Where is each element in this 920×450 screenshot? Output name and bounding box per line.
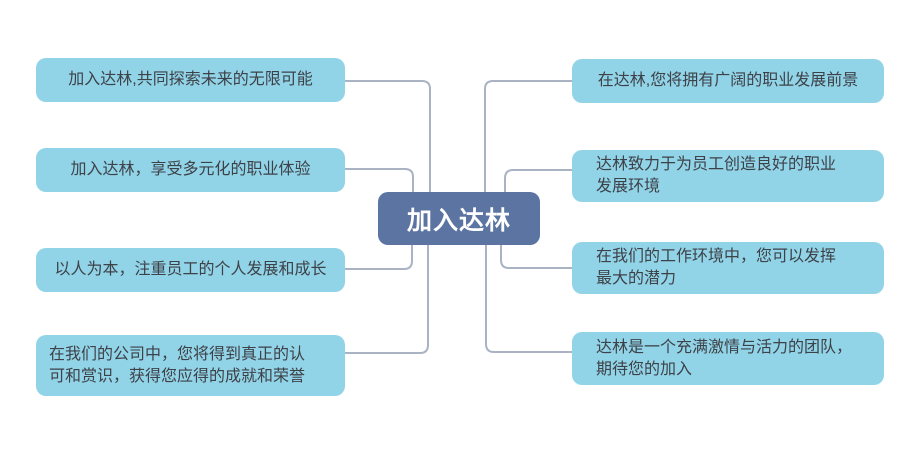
connector-right-1	[484, 80, 572, 192]
right-branch-2-label-line-2: 发展环境	[596, 178, 661, 195]
left-branch-4-label-line-2: 可和赏识，获得您应得的成就和荣誉	[49, 367, 306, 385]
left-branch-2-label: 加入达林，享受多元化的职业体验	[70, 161, 311, 178]
right-branch-2-label-line-1: 达林致力于为员工创造良好的职业	[596, 156, 837, 173]
right-branch-1-label: 在达林,您将拥有广阔的职业发展前景	[597, 72, 859, 89]
connector-right-2	[504, 169, 572, 192]
root-node-label: 加入达林	[406, 206, 511, 235]
right-branch-4-label-line-2: 期待您的加入	[596, 360, 693, 378]
right-branch-4[interactable]: 达林是一个充满激情与活力的团队， 期待您的加入	[572, 332, 884, 385]
connector-left-4	[345, 245, 429, 354]
left-branch-4-label-line-1: 在我们的公司中，您将得到真正的认	[49, 345, 306, 363]
connector-right-4	[485, 245, 572, 353]
connector-right-3	[500, 245, 572, 269]
right-branch-3-label-line-1: 在我们的工作环境中，您可以发挥	[596, 248, 837, 265]
right-branch-3[interactable]: 在我们的工作环境中，您可以发挥 最大的潜力	[572, 242, 884, 294]
connector-left-1	[345, 80, 431, 192]
right-branch-4-label-line-1: 达林是一个充满激情与活力的团队，	[596, 338, 853, 356]
left-branch-3[interactable]: 以人为本，注重员工的个人发展和成长	[36, 248, 345, 292]
left-branch-4[interactable]: 在我们的公司中，您将得到真正的认 可和赏识，获得您应得的成就和荣誉	[36, 335, 345, 396]
left-branch-1[interactable]: 加入达林,共同探索未来的无限可能	[36, 58, 345, 102]
left-branch-3-label: 以人为本，注重员工的个人发展和成长	[54, 261, 327, 278]
connector-left-3	[345, 245, 413, 270]
connector-left-2	[345, 168, 414, 192]
right-branch-3-label-line-2: 最大的潜力	[596, 270, 677, 287]
right-branch-1[interactable]: 在达林,您将拥有广阔的职业发展前景	[572, 59, 884, 103]
left-branch-2[interactable]: 加入达林，享受多元化的职业体验	[36, 148, 345, 192]
root-node[interactable]: 加入达林	[378, 192, 540, 245]
left-branch-1-label: 加入达林,共同探索未来的无限可能	[68, 71, 313, 88]
right-branch-2[interactable]: 达林致力于为员工创造良好的职业 发展环境	[572, 150, 884, 202]
